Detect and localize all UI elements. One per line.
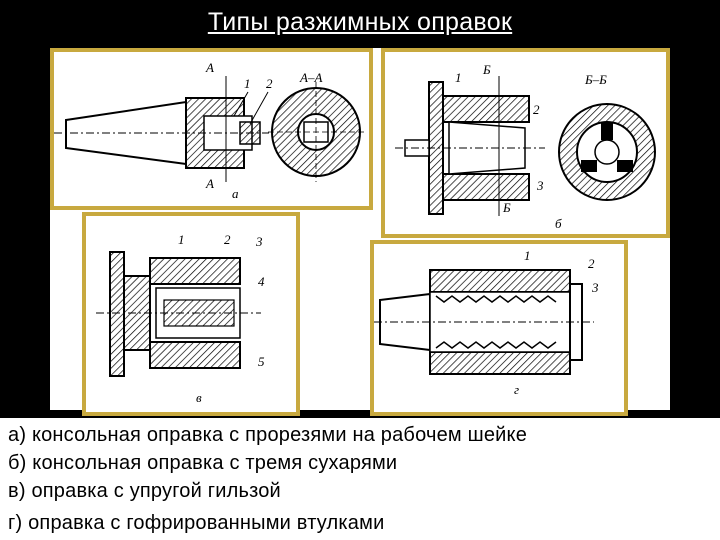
- figure-b-drawing: Б Б 1 2 3 Б–Б б: [395, 62, 656, 231]
- figure-v-label-1: 1: [178, 232, 185, 247]
- figure-g-letter: г: [514, 382, 519, 397]
- figure-a-panel: А А 1 2 А–А а: [50, 48, 373, 210]
- figure-a-drawing: А А 1 2 А–А а: [54, 60, 366, 201]
- figure-b-label-1: 1: [455, 70, 462, 85]
- figure-v-label-2: 2: [224, 232, 231, 247]
- figure-b-section-label: Б–Б: [584, 72, 607, 87]
- caption-b: б) консольная оправка с тремя сухарями: [8, 452, 398, 474]
- figure-b-label-3: 3: [536, 178, 544, 193]
- figure-a-cut-top: А: [205, 60, 214, 75]
- caption-g: г) оправка с гофрированными втулками: [8, 512, 385, 534]
- caption-v: в) оправка с упругой гильзой: [8, 480, 281, 502]
- captions-block: а) консольная оправка с прорезями на раб…: [0, 418, 720, 540]
- figure-b-letter: б: [555, 216, 562, 231]
- figure-g-panel: 1 2 3 г: [370, 240, 628, 416]
- figure-a-cut-bottom: А: [205, 176, 214, 191]
- figure-v-letter: в: [196, 390, 202, 405]
- figure-g-label-3: 3: [591, 280, 599, 295]
- figure-a-section-label: А–А: [299, 70, 322, 85]
- figure-a-letter: а: [232, 186, 239, 201]
- caption-a: а) консольная оправка с прорезями на раб…: [8, 424, 528, 446]
- figure-a-label-2: 2: [266, 76, 273, 91]
- slide-title: Типы разжимных оправок: [207, 8, 513, 36]
- figure-v-panel: 1 2 3 4 5 в: [82, 212, 300, 416]
- figure-v-label-5: 5: [258, 354, 265, 369]
- figure-b-cut-top: Б: [482, 62, 491, 77]
- figure-v-label-3: 3: [255, 234, 263, 249]
- figure-v-label-4: 4: [258, 274, 265, 289]
- figure-g-label-1: 1: [524, 248, 531, 263]
- figure-v-drawing: 1 2 3 4 5 в: [96, 232, 265, 405]
- figure-g-label-2: 2: [588, 256, 595, 271]
- figure-b-panel: Б Б 1 2 3 Б–Б б: [381, 48, 670, 238]
- figure-b-label-2: 2: [533, 102, 540, 117]
- figure-g-drawing: 1 2 3 г: [374, 248, 599, 397]
- figure-b-cut-bottom: Б: [502, 200, 511, 215]
- figure-a-label-1: 1: [244, 76, 251, 91]
